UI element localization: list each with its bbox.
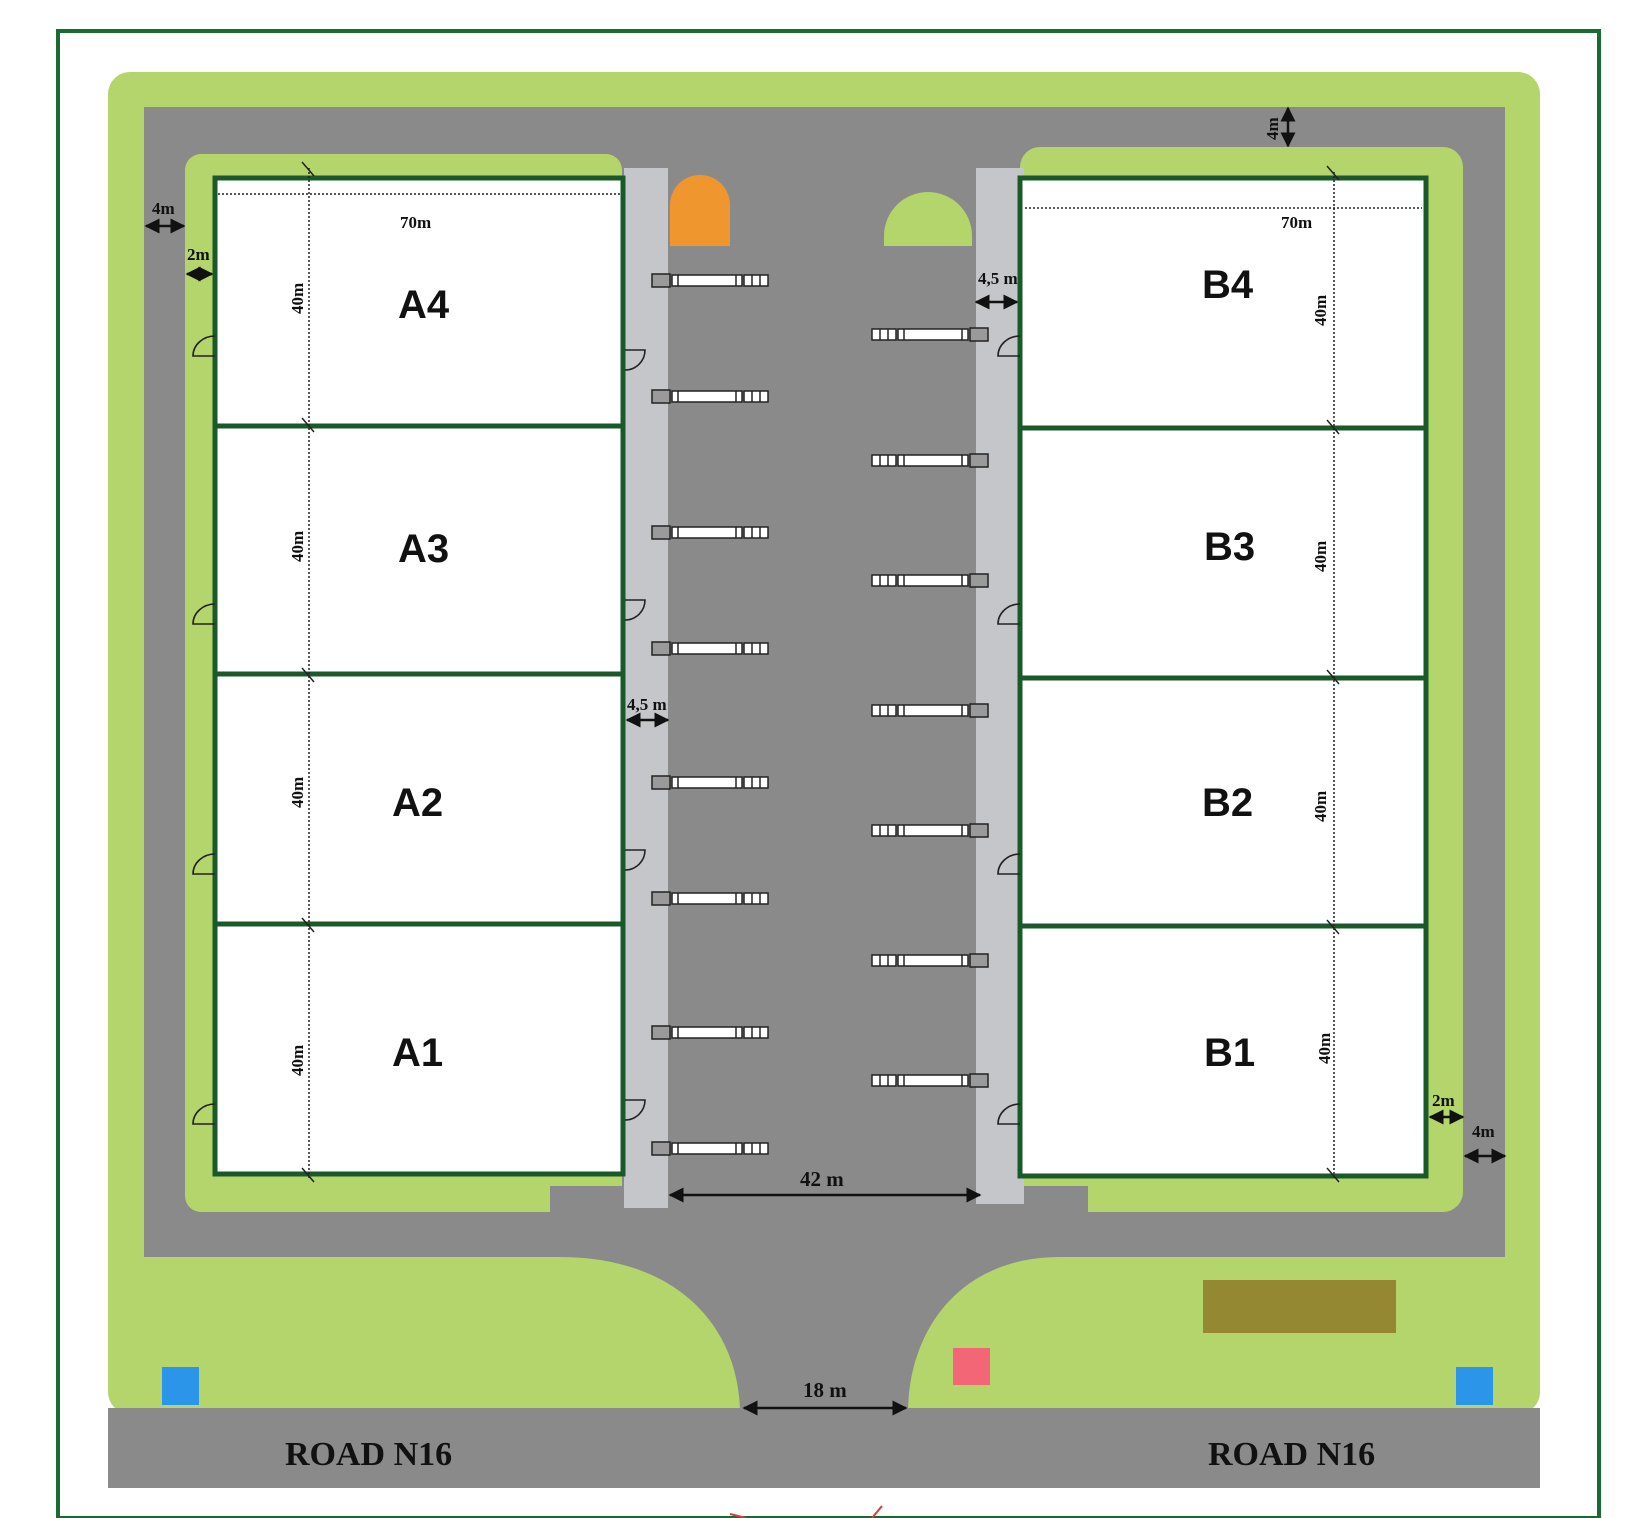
- truck: [871, 953, 989, 968]
- dim-walkway-right: 4,5 m: [978, 269, 1018, 288]
- dim-left-verge: 2m: [187, 245, 210, 264]
- width-label-A4: 70m: [400, 213, 431, 232]
- units-left: [212, 175, 626, 1177]
- truck: [651, 273, 769, 288]
- truck: [651, 775, 769, 790]
- unit-A1: [212, 921, 626, 1177]
- truck: [651, 525, 769, 540]
- gap-asphalt-left: [550, 1186, 626, 1226]
- door-arcs: [192, 335, 1021, 1125]
- unit-B3: [1017, 425, 1429, 681]
- truck: [871, 1073, 989, 1088]
- gap-asphalt-right: [1018, 1186, 1088, 1226]
- depth-label-B4: 40m: [1311, 295, 1330, 326]
- dimension-ticks: [301, 161, 1340, 1183]
- truck: [651, 1025, 769, 1040]
- depth-label-A2: 40m: [288, 777, 307, 808]
- truck: [871, 453, 989, 468]
- unit-label-A4: A4: [398, 283, 450, 327]
- dim-left-road: 4m: [152, 199, 175, 218]
- unit-label-A2: A2: [392, 781, 443, 825]
- marker-blue-left: [162, 1367, 199, 1405]
- depth-label-B2: 40m: [1311, 791, 1330, 822]
- width-label-B4: 70m: [1281, 213, 1312, 232]
- truck: [651, 891, 769, 906]
- unit-B4: [1017, 175, 1429, 431]
- dimension-arrows: [144, 106, 1507, 1416]
- marker-pink: [953, 1348, 990, 1385]
- entrance-road: [560, 1257, 1060, 1414]
- unit-label-B1: B1: [1204, 1031, 1255, 1075]
- green-shelter: [884, 192, 972, 246]
- depth-label-A4: 40m: [288, 283, 307, 314]
- road-label-left: ROAD N16: [285, 1436, 452, 1473]
- unit-label-B2: B2: [1202, 781, 1253, 825]
- unit-label-A3: A3: [398, 527, 449, 571]
- unit-label-B3: B3: [1204, 525, 1255, 569]
- parking-pad: [1203, 1280, 1396, 1333]
- dim-top-road: 4m: [1263, 117, 1282, 140]
- truck: [651, 389, 769, 404]
- truck: [871, 573, 989, 588]
- dim-walkway-left: 4,5 m: [627, 695, 667, 714]
- truck: [651, 641, 769, 656]
- truck: [871, 327, 989, 342]
- road-label-right: ROAD N16: [1208, 1436, 1375, 1473]
- guard-booth: [670, 175, 730, 246]
- truck: [871, 703, 989, 718]
- unit-A2: [212, 671, 626, 927]
- dim-right-road: 4m: [1472, 1122, 1495, 1141]
- units-right: [1017, 175, 1429, 1179]
- dim-central-road: 42 m: [800, 1167, 844, 1191]
- depth-label-B3: 40m: [1311, 541, 1330, 572]
- truck: [651, 1141, 769, 1156]
- unit-label-B4: B4: [1202, 263, 1254, 307]
- road-n16: [108, 1408, 1540, 1488]
- unit-B1: [1017, 923, 1429, 1179]
- walkway-right: [976, 168, 1024, 1204]
- dimension-lines: [218, 168, 1422, 1180]
- depth-label-A3: 40m: [288, 531, 307, 562]
- marker-blue-right: [1456, 1367, 1493, 1405]
- walkway-left: [624, 168, 668, 1208]
- unit-label-A1: A1: [392, 1031, 443, 1075]
- truck: [871, 823, 989, 838]
- red-marks: [729, 1505, 883, 1518]
- dim-entrance: 18 m: [803, 1378, 847, 1402]
- depth-label-B1: 40m: [1315, 1033, 1334, 1064]
- dim-right-verge: 2m: [1432, 1091, 1455, 1110]
- depth-label-A1: 40m: [288, 1045, 307, 1076]
